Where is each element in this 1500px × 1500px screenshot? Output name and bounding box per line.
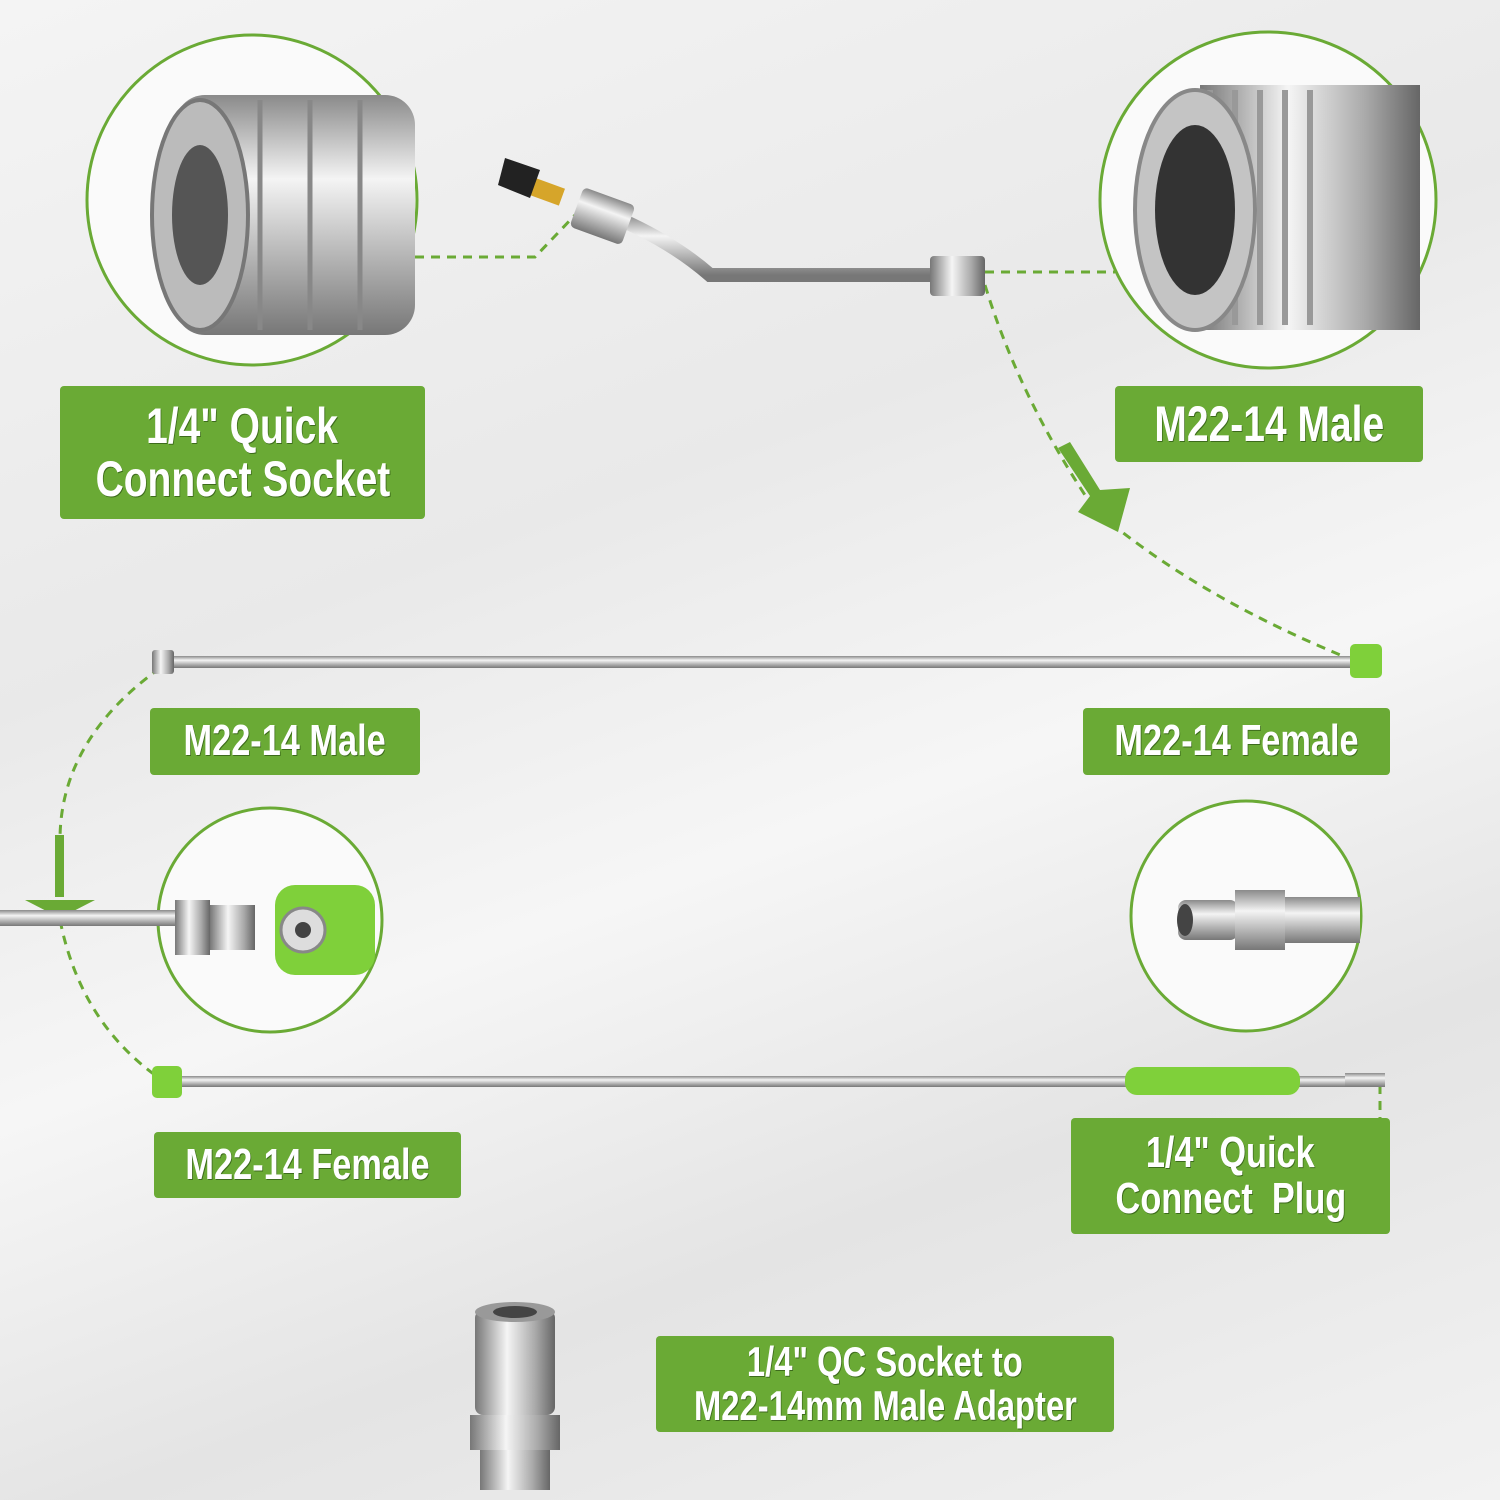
m22-connection-detail [0, 885, 375, 975]
label-quick-connect-plug: 1/4" Quick Connect Plug [1071, 1118, 1390, 1234]
label-quick-connect-socket: 1/4" Quick Connect Socket [60, 386, 425, 519]
label-text: M22-14 Male [183, 716, 387, 766]
label-mid-m22-female: M22-14 Female [1083, 708, 1390, 775]
label-mid-m22-male: M22-14 Male [150, 708, 420, 775]
label-line: Connect Socket [95, 450, 390, 507]
connector-lines [58, 213, 1382, 1118]
label-line: 1/4" Quick [146, 398, 339, 454]
arrow-icons [25, 442, 1130, 918]
label-text: M22-14 Female [185, 1139, 430, 1189]
quick-connect-socket-detail [150, 95, 415, 335]
label-top-m22-male: M22-14 Male [1115, 386, 1423, 462]
middle-wand [152, 644, 1382, 678]
label-bottom-m22-female: M22-14 Female [154, 1132, 461, 1198]
label-line: M22-14mm Male Adapter [693, 1382, 1077, 1429]
label-line: 1/4" QC Socket to [747, 1337, 1023, 1385]
label-line: Connect Plug [1115, 1174, 1346, 1223]
label-text: M22-14 Female [1114, 716, 1359, 766]
label-adapter: 1/4" QC Socket to M22-14mm Male Adapter [656, 1336, 1114, 1432]
label-text: M22-14 Male [1154, 395, 1384, 452]
quick-connect-plug-detail [1177, 890, 1360, 950]
adapter-image [470, 1302, 560, 1490]
m22-male-detail [1133, 85, 1420, 332]
bottom-wand [152, 1066, 1385, 1098]
label-line: 1/4" Quick [1146, 1127, 1315, 1177]
top-wand [498, 158, 985, 296]
